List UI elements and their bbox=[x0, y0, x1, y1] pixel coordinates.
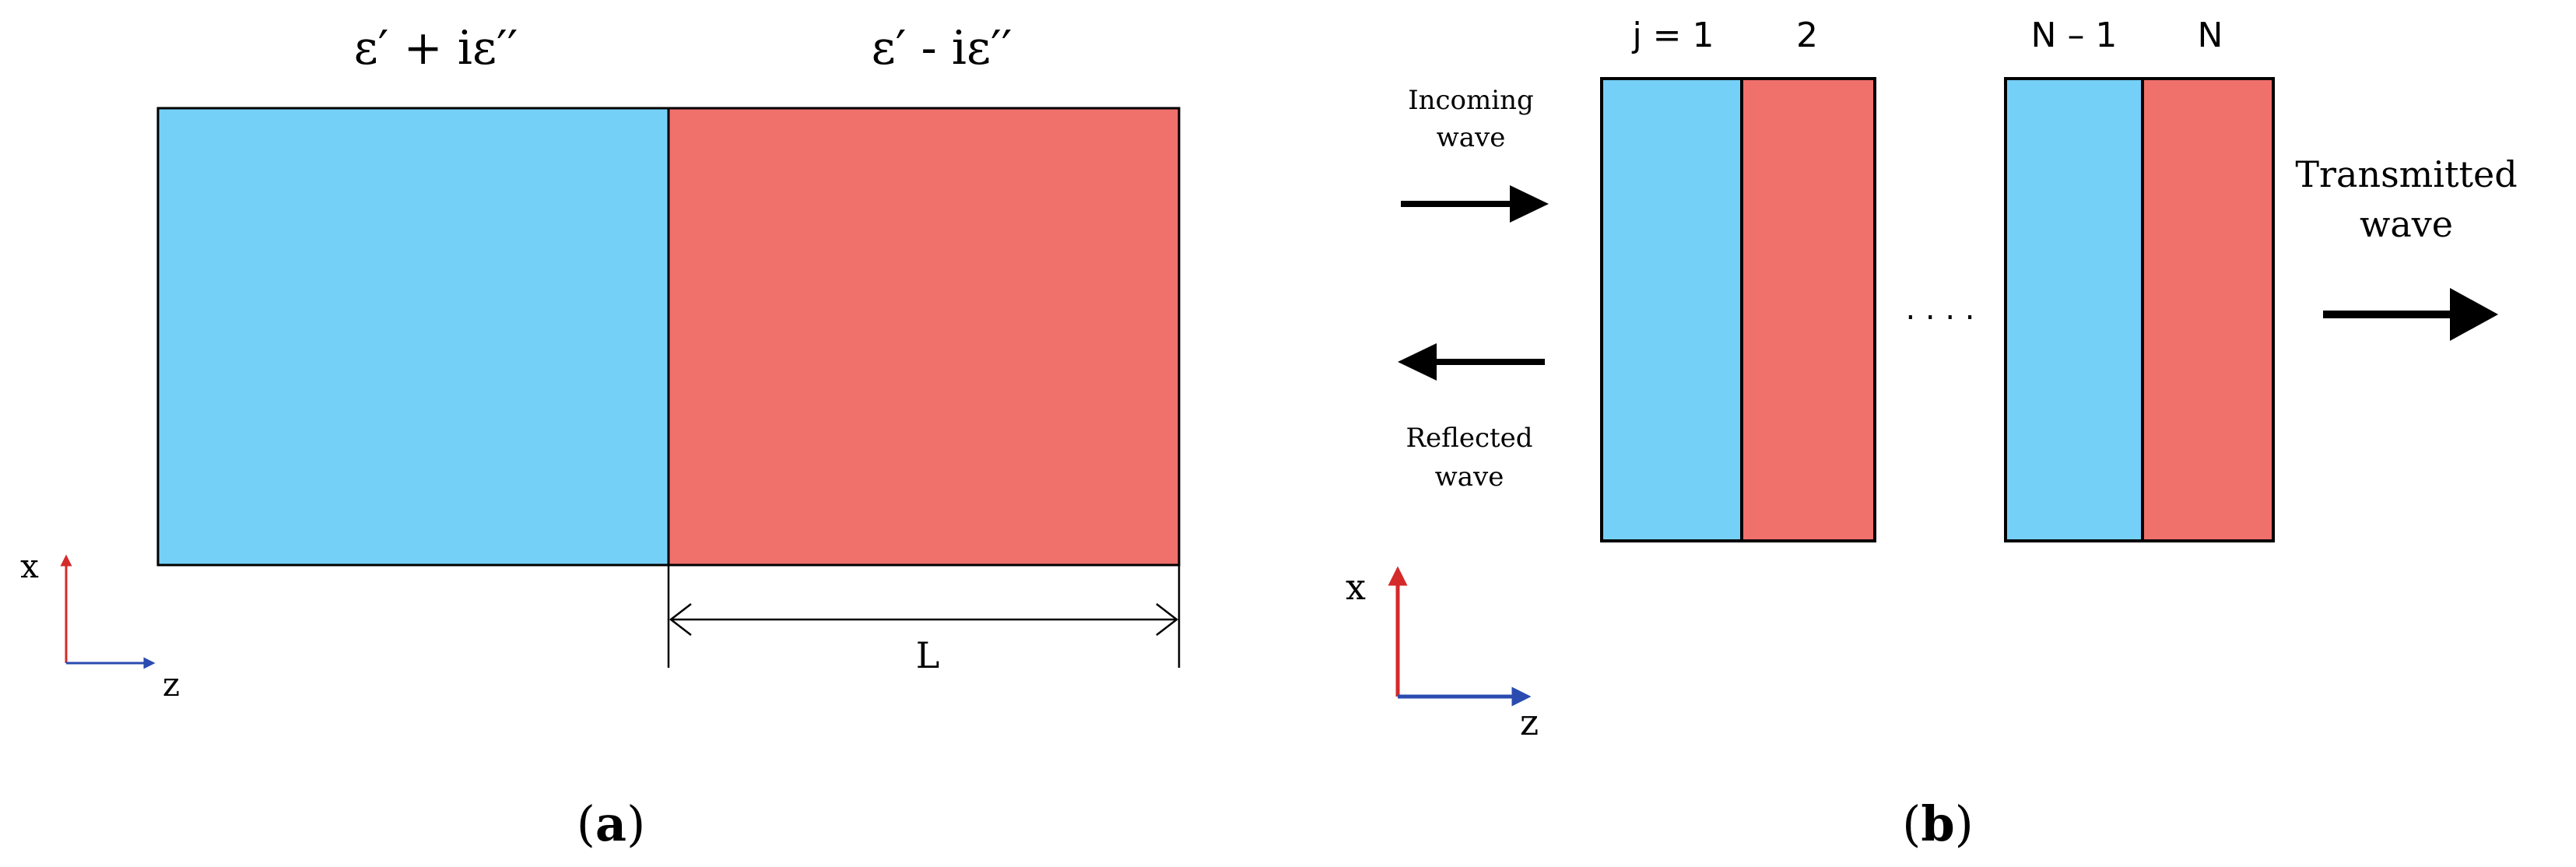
length-left-arrowhead bbox=[669, 603, 692, 636]
length-right-arrowhead bbox=[1156, 603, 1179, 636]
layer-label-n: N bbox=[2198, 16, 2223, 55]
length-label: L bbox=[916, 634, 940, 676]
transmitted-wave-label-line1: Transmitted bbox=[2295, 153, 2517, 195]
left-permittivity-label: ε′ + iε′′ bbox=[354, 21, 518, 75]
panel-a: ε′ + iε′′ ε′ - iε′′ L x z (a) bbox=[20, 21, 1181, 852]
layer-label-2: 2 bbox=[1796, 16, 1818, 55]
layer-label-n-minus-1: N – 1 bbox=[2031, 16, 2118, 55]
incoming-wave-arrowhead bbox=[1510, 185, 1549, 223]
layer-n-red bbox=[2141, 77, 2275, 542]
incoming-wave-label-line2: wave bbox=[1437, 122, 1506, 153]
layer-n-minus-1-blue bbox=[2004, 77, 2144, 542]
blue-medium-block bbox=[156, 107, 670, 567]
reflected-wave-label-line1: Reflected bbox=[1406, 423, 1532, 454]
panel-b-label: (b) bbox=[1902, 795, 1974, 852]
incoming-wave-label-line1: Incoming bbox=[1408, 85, 1534, 116]
layer-label-j1: j = 1 bbox=[1631, 16, 1714, 55]
panel-a-label: (a) bbox=[577, 795, 646, 852]
z-axis-label-b: z bbox=[1520, 701, 1539, 743]
ellipsis: . . . . bbox=[1905, 291, 1974, 327]
right-permittivity-label: ε′ - iε′′ bbox=[872, 21, 1013, 75]
red-medium-block bbox=[667, 107, 1181, 567]
transmitted-wave-arrowhead bbox=[2450, 288, 2498, 341]
panel-b: j = 1 2 N – 1 N . . . . Incoming wave Re… bbox=[1346, 16, 2518, 852]
z-axis-label: z bbox=[163, 665, 180, 704]
x-axis-label-b: x bbox=[1346, 566, 1366, 608]
reflected-wave-label-line2: wave bbox=[1435, 462, 1504, 493]
layer-1-blue bbox=[1600, 77, 1743, 542]
reflected-wave-arrowhead bbox=[1398, 343, 1437, 381]
layer-2-red bbox=[1740, 77, 1876, 542]
transmitted-wave-label-line2: wave bbox=[2360, 203, 2453, 245]
x-axis-label: x bbox=[20, 547, 39, 585]
